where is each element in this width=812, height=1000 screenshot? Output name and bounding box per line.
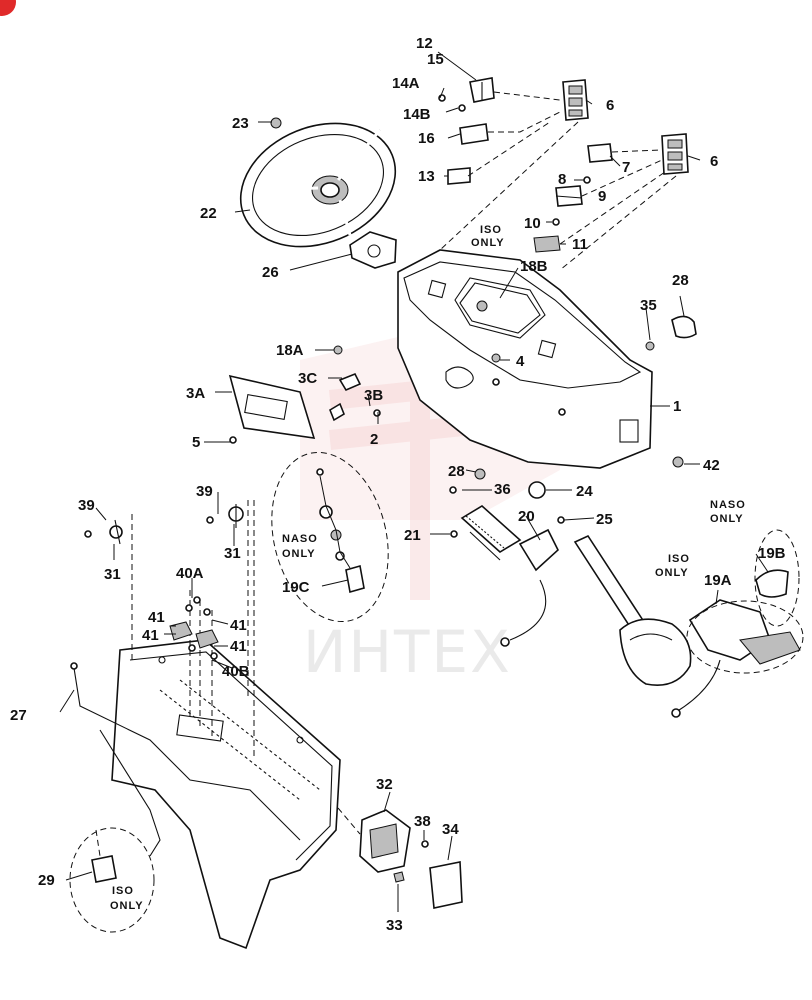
callout-3c: 3C [298,370,317,387]
callout-19a: 19A [704,572,732,589]
callout-2: 2 [370,431,378,448]
dash-console-part [397,249,653,469]
callout-24: 24 [576,483,593,500]
note-iso-bottom-2: ONLY [110,900,144,912]
callout-40a: 40A [176,565,204,582]
callout-28-top: 28 [672,272,689,289]
callout-11: 11 [572,236,588,253]
callout-5: 5 [192,434,200,451]
dashed-detail-rings [69,451,804,933]
switch-assembly-top [438,77,689,271]
callout-31-left: 31 [104,566,121,583]
callout-labels: 12 15 14A 14B 6 16 6 7 8 13 9 10 11 23 2… [10,35,786,934]
callout-39-left: 39 [78,497,95,514]
callout-29: 29 [38,872,55,889]
callout-13: 13 [418,168,435,185]
callout-6-top: 6 [606,97,614,114]
lower-panel-part [70,500,341,950]
note-iso-top-1: ISO [480,224,502,236]
callout-18a: 18A [276,342,304,359]
note-naso-right-2: ONLY [710,513,744,525]
callout-16: 16 [418,130,435,147]
callout-42: 42 [703,457,720,474]
multifunction-switch-part [671,569,801,718]
callout-21: 21 [404,527,421,544]
callout-34: 34 [442,821,459,838]
note-naso-right-1: NASO [710,499,746,511]
callout-40b: 40B [222,663,250,680]
callout-6-right: 6 [710,153,718,170]
callout-8: 8 [558,171,566,188]
callout-3a: 3A [186,385,205,402]
callout-28-mid: 28 [448,463,465,480]
callout-23: 23 [232,115,249,132]
callout-19c: 19C [282,579,310,596]
note-naso-left-2: ONLY [282,548,316,560]
callout-12: 12 [416,35,433,52]
callout-39-mid: 39 [196,483,213,500]
callout-32: 32 [376,776,393,793]
steering-wheel-part [239,122,397,248]
note-iso-right-1: ISO [668,553,690,565]
callout-1: 1 [673,398,681,415]
callout-19b: 19B [758,545,786,562]
note-iso-right-2: ONLY [655,567,689,579]
callout-35: 35 [640,297,657,314]
callout-41-a: 41 [148,609,165,626]
callout-31-mid: 31 [224,545,241,562]
callout-26: 26 [262,264,279,281]
callout-20: 20 [518,508,535,525]
watermark-text: ИНТЕХ [303,618,512,686]
callout-41-b: 41 [230,617,247,634]
relay-box-part [337,807,463,909]
callout-14b: 14B [403,106,431,123]
wheel-cap-part [349,231,397,269]
callout-38: 38 [414,813,431,830]
corner-logo-mark [0,0,16,16]
callout-33: 33 [386,917,403,934]
note-iso-bottom-1: ISO [112,885,134,897]
callout-25: 25 [596,511,613,528]
wheel-nut-part [270,117,282,129]
callout-9: 9 [598,188,606,205]
callout-10: 10 [524,215,541,232]
callout-18b: 18B [520,258,548,275]
callout-22: 22 [200,205,217,222]
console-side-parts [228,315,697,468]
steering-column-part [449,468,692,686]
callout-4: 4 [516,353,525,370]
callout-41-c: 41 [142,627,159,644]
callout-15: 15 [427,51,444,68]
callout-27: 27 [10,707,27,724]
callout-36: 36 [494,481,511,498]
naso-switch-detail [316,468,365,594]
variant-notes: ISO ONLY NASO ONLY NASO ONLY ISO ONLY IS… [110,224,746,912]
iso-lamp-part [91,829,117,883]
note-iso-top-2: ONLY [471,237,505,249]
callout-7: 7 [622,159,630,176]
callout-3b: 3B [364,387,383,404]
callout-14a: 14A [392,75,420,92]
note-naso-left-1: NASO [282,533,318,545]
callout-41-d: 41 [230,638,247,655]
leader-lines [59,51,769,912]
